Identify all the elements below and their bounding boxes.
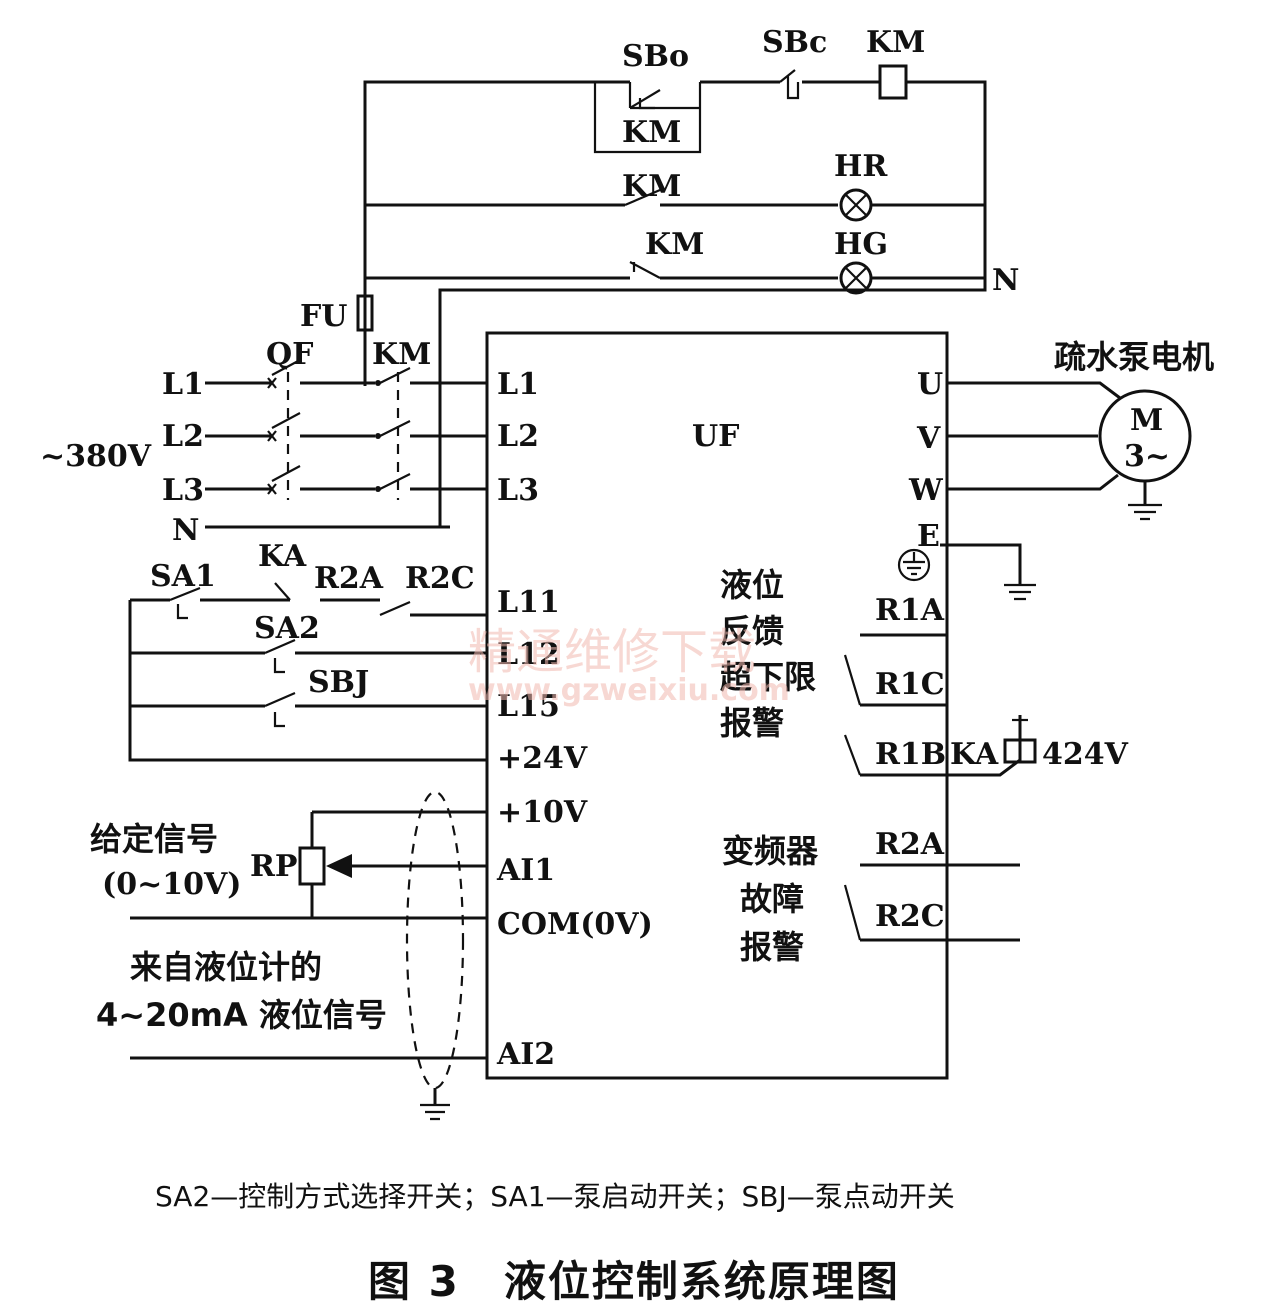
shield-ellipse xyxy=(405,790,465,1090)
sbj-label: SBJ xyxy=(308,665,369,700)
level-alarm-4: 报警 xyxy=(720,704,784,742)
km-hold-label: KM xyxy=(622,115,681,150)
figure-title: 图 3 液位控制系统原理图 xyxy=(368,1257,900,1306)
top-control-circuit: SBo SBc KM KM KM KM HR HG N FU xyxy=(300,25,1019,527)
fault-alarm-2: 故障 xyxy=(740,880,804,918)
term-e: E xyxy=(917,519,940,554)
uf-label: UF xyxy=(692,419,739,454)
term-24v: +24V xyxy=(497,741,588,776)
term-ai1: AI1 xyxy=(496,853,555,888)
given-signal-label: 给定信号 xyxy=(90,820,218,858)
level-alarm-3: 超下限 xyxy=(720,658,816,696)
uf-inverter: UF L1 L2 L3 L11 L12 L15 +24V +10V AI1 CO… xyxy=(485,331,1036,1080)
earth-icon xyxy=(897,548,931,582)
term-l11: L11 xyxy=(497,585,560,620)
term-l3: L3 xyxy=(497,473,539,508)
motor-title: 疏水泵电机 xyxy=(1054,338,1214,376)
rp-wiper-arrow xyxy=(326,854,352,878)
sa1-label: SA1 xyxy=(150,559,216,594)
term-u: U xyxy=(917,367,943,402)
km-hr-label: KM xyxy=(622,169,681,204)
motor: 疏水泵电机 M 3~ xyxy=(947,338,1214,521)
term-r2a: R2A xyxy=(875,827,945,862)
analog-signals: 给定信号 (0~10V) RP 来自液位计的 4~20mA 液位信号 xyxy=(90,790,487,1121)
level-alarm-1: 液位 xyxy=(720,566,784,604)
fault-alarm-1: 变频器 xyxy=(722,832,819,870)
sa2-label: SA2 xyxy=(254,611,320,646)
km-main-label: KM xyxy=(372,337,431,372)
ka-relay-coil xyxy=(1003,738,1037,764)
term-w: W xyxy=(908,473,944,508)
qf-label: QF xyxy=(266,337,313,372)
term-l2: L2 xyxy=(497,419,539,454)
level-signal-label-1: 来自液位计的 xyxy=(130,948,322,986)
ka-relay-label: KA xyxy=(950,737,999,772)
term-l15: L15 xyxy=(497,689,560,724)
hr-label: HR xyxy=(834,149,888,184)
term-l12: L12 xyxy=(497,637,560,672)
km-coil-label: KM xyxy=(866,25,925,60)
km-coil xyxy=(878,64,908,100)
term-r2c: R2C xyxy=(875,899,945,934)
motor-phase: 3~ xyxy=(1124,439,1170,474)
fu-label: FU xyxy=(300,299,347,334)
term-ai2: AI2 xyxy=(496,1037,555,1072)
legend-caption: SA2—控制方式选择开关；SA1—泵启动开关；SBJ—泵点动开关 xyxy=(155,1180,955,1213)
term-l1: L1 xyxy=(497,367,539,402)
watermark-cn: 精通维修下载 xyxy=(468,624,756,680)
l1-label: L1 xyxy=(162,367,204,402)
fu-fuse xyxy=(356,294,374,332)
motor-m: M xyxy=(1130,403,1163,438)
sbc-label: SBc xyxy=(762,25,827,60)
supply-lines: L1 L2 L3 N ~380V QF KM xyxy=(40,337,487,548)
km-hg-label: KM xyxy=(645,227,704,262)
n-label-supply: N xyxy=(172,513,199,548)
term-com: COM(0V) xyxy=(497,907,653,942)
term-r1b: R1B xyxy=(875,737,946,772)
l2-label: L2 xyxy=(162,419,204,454)
r2c-label: R2C xyxy=(405,561,475,596)
control-inputs: SA1 KA R2A R2C SA2 SBJ KA 424V xyxy=(128,539,1129,777)
sbo-label: SBo xyxy=(622,39,689,74)
given-range-label: (0~10V) xyxy=(102,867,241,902)
level-signal-label-2: 4~20mA 液位信号 xyxy=(96,996,387,1034)
fault-alarm-3: 报警 xyxy=(740,928,804,966)
voltage-label: ~380V xyxy=(40,439,152,474)
ka-label: KA xyxy=(258,539,307,574)
term-r1a: R1A xyxy=(875,593,945,628)
rp-potentiometer xyxy=(298,846,326,886)
watermark-url: www.gzweixiu.com xyxy=(468,673,790,708)
term-10v: +10V xyxy=(497,795,588,830)
rp-label: RP xyxy=(250,849,298,884)
hg-label: HG xyxy=(834,227,888,262)
r2a-label: R2A xyxy=(314,561,384,596)
term-v: V xyxy=(916,421,941,456)
term-r1c: R1C xyxy=(875,667,945,702)
level-alarm-2: 反馈 xyxy=(720,612,784,650)
relay-voltage-label: 424V xyxy=(1042,737,1129,772)
n-label-top: N xyxy=(992,263,1019,298)
l3-label: L3 xyxy=(162,473,204,508)
